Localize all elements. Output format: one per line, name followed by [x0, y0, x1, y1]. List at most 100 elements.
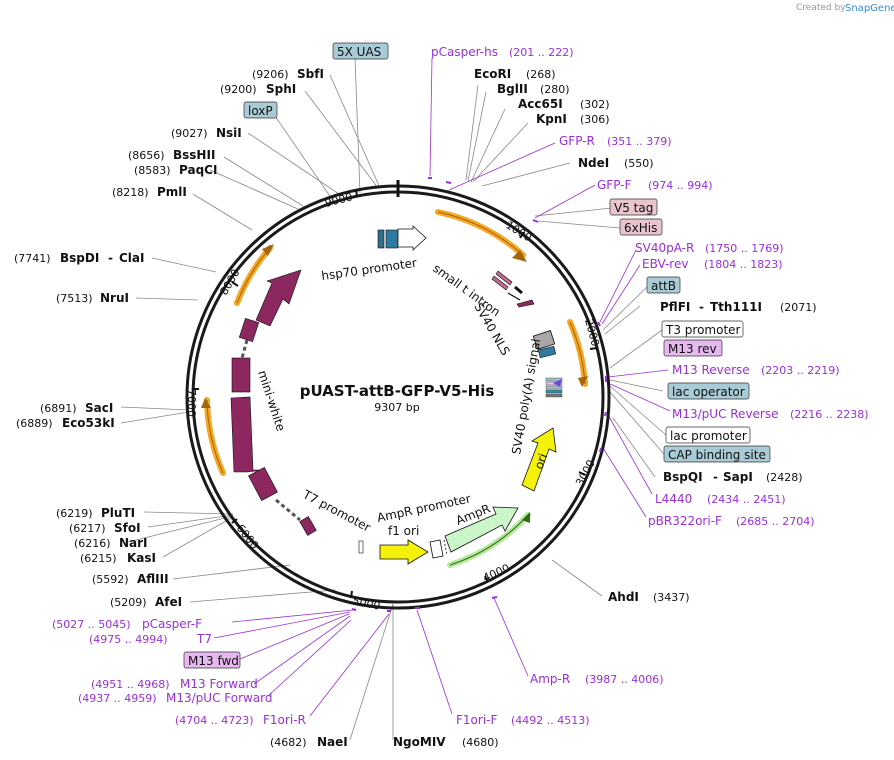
t7-block [358, 540, 364, 554]
small-t-intron-marks [491, 270, 535, 308]
enzyme-bspqi-pos: (2428) [766, 471, 803, 484]
enzyme-sapi[interactable]: SapI [723, 470, 753, 484]
enzyme-nrui[interactable]: NruI [100, 291, 129, 305]
primer-f1ori-f[interactable]: F1ori-F [456, 713, 497, 727]
primer-pbr322ori-f-range: (2685 .. 2704) [736, 515, 815, 528]
enzyme-ngomiv-pos: (4680) [462, 736, 499, 749]
primer-t7[interactable]: T7 [196, 632, 212, 646]
enzyme-afei-pos: (5209) [110, 596, 147, 609]
f1-ori-arrow [379, 539, 429, 565]
enzyme-bsshii[interactable]: BssHII [173, 148, 215, 162]
plasmid-size: 9307 bp [374, 401, 419, 414]
primer-pcasper-hs[interactable]: pCasper-hs [431, 45, 498, 59]
enzyme-bspdi[interactable]: BspDI [60, 251, 99, 265]
enzyme-naei[interactable]: NaeI [317, 735, 348, 749]
ampr-promoter-block [429, 539, 444, 559]
box-cap-binding-site[interactable]: CAP binding site [663, 445, 771, 463]
primer-m13-puc-forward[interactable]: M13/pUC Forward [166, 691, 273, 705]
ampr-arrow [444, 506, 519, 553]
enzyme-nari[interactable]: NarI [119, 536, 148, 550]
enzyme-kpni[interactable]: KpnI [536, 112, 567, 126]
enzyme-bglii[interactable]: BglII [497, 82, 528, 96]
primer-pbr322ori-f[interactable]: pBR322ori-F [648, 514, 722, 528]
ampr-promoter-dash [443, 539, 448, 556]
primer-ebv-rev[interactable]: EBV-rev [642, 257, 688, 271]
enzyme-ecori-pos: (268) [526, 68, 556, 81]
box-loxp[interactable]: loxP [243, 101, 278, 119]
box-t3-promoter[interactable]: T3 promoter [661, 320, 744, 338]
box-lac-promoter[interactable]: lac promoter [665, 426, 751, 444]
primer-m13-puc-forward-range: (4937 .. 4959) [78, 692, 157, 705]
small-t-intron-label: small t intron [430, 261, 503, 319]
mcs-stack [545, 377, 563, 398]
enzyme-acc65i[interactable]: Acc65I [518, 97, 563, 111]
enzyme-bspdi-pos: (7741) [14, 252, 51, 265]
hsp70-promoter-arrow [397, 225, 427, 251]
enzyme-clai[interactable]: ClaI [119, 251, 144, 265]
box-attb-label: attB [651, 279, 676, 293]
enzyme-paqci-pos: (8583) [134, 164, 171, 177]
box-m13-rev[interactable]: M13 rev [663, 339, 723, 357]
box-attb[interactable]: attB [646, 276, 681, 294]
primer-ebv-rev-range: (1804 .. 1823) [704, 258, 783, 271]
box-m13-fwd[interactable]: M13 fwd [183, 651, 241, 669]
enzyme-afliii[interactable]: AflIII [137, 572, 169, 586]
enzyme-paqci[interactable]: PaqCI [179, 163, 217, 177]
enzyme-pflfi[interactable]: PflFI [660, 300, 690, 314]
primer-m13-reverse[interactable]: M13 Reverse [672, 363, 750, 377]
enzyme-nari-pos: (6216) [74, 537, 111, 550]
enzyme-eco53ki[interactable]: Eco53kI [62, 416, 115, 430]
box-m13-fwd-label: M13 fwd [188, 654, 239, 668]
enzyme-sphi[interactable]: SphI [266, 82, 296, 96]
enzyme-ecori[interactable]: EcoRI [474, 67, 511, 81]
enzyme-pluti[interactable]: PluTI [101, 506, 135, 520]
box-5x-uas[interactable]: 5X UAS [332, 42, 389, 60]
box-cap-binding-site-label: CAP binding site [668, 448, 766, 462]
enzyme-kasi-pos: (6215) [80, 552, 117, 565]
primer-f1ori-r[interactable]: F1ori-R [263, 713, 306, 727]
enzyme-saci[interactable]: SacI [85, 401, 113, 415]
enzyme-bspqi[interactable]: BspQI [663, 470, 703, 484]
enzyme-bsshii-pos: (8656) [128, 149, 165, 162]
enzyme-ahdi[interactable]: AhdI [608, 590, 639, 604]
primer-gfp-f[interactable]: GFP-F [597, 178, 632, 192]
enzyme-afliii-pos: (5592) [92, 573, 129, 586]
enzyme-nrui-pos: (7513) [56, 292, 93, 305]
enzyme-pluti-pos: (6219) [56, 507, 93, 520]
primer-f1ori-f-range: (4492 .. 4513) [511, 714, 590, 727]
primer-sv40pa-r[interactable]: SV40pA-R [635, 241, 694, 255]
box-m13-rev-label: M13 rev [668, 342, 717, 356]
uas-block [377, 229, 385, 249]
enzyme-sfoi[interactable]: SfoI [114, 521, 141, 535]
primer-gfp-r[interactable]: GFP-R [559, 134, 595, 148]
primer-pcasper-hs-range: (201 .. 222) [509, 46, 574, 59]
enzyme-sbfi[interactable]: SbfI [297, 67, 324, 81]
feature-leader-lines [534, 207, 667, 455]
primer-pcasper-f[interactable]: pCasper-F [142, 617, 202, 631]
enzyme-ahdi-pos: (3437) [653, 591, 690, 604]
enzyme-pmli[interactable]: PmlI [157, 185, 187, 199]
mini-white-dashes [240, 339, 301, 522]
primer-gfp-r-range: (351 .. 379) [607, 135, 672, 148]
box-6xhis[interactable]: 6xHis [619, 218, 663, 236]
ori-label: ori [532, 452, 550, 471]
primer-m13-forward[interactable]: M13 Forward [180, 677, 258, 691]
f1-ori-label: f1 ori [388, 524, 419, 538]
enzyme-afei[interactable]: AfeI [155, 595, 182, 609]
enzyme-kasi[interactable]: KasI [127, 551, 156, 565]
enzyme-tth111i[interactable]: Tth111I [710, 300, 762, 314]
ruler-ticks [192, 189, 598, 599]
primer-l4440[interactable]: L4440 [655, 492, 692, 506]
primer-m13-reverse-range: (2203 .. 2219) [761, 364, 840, 377]
enzyme-nsii[interactable]: NsiI [216, 126, 242, 140]
primer-m13-puc-reverse[interactable]: M13/pUC Reverse [672, 407, 779, 421]
hsp70-promoter-label: hsp70 promoter [320, 256, 417, 283]
box-v5-tag[interactable]: V5 tag [609, 198, 658, 216]
enzyme-bspdi-sep: - [108, 251, 113, 265]
enzyme-ndei[interactable]: NdeI [578, 156, 609, 170]
primer-gfp-f-range: (974 .. 994) [648, 179, 713, 192]
primer-amp-r[interactable]: Amp-R [530, 672, 570, 686]
enzyme-naei-pos: (4682) [270, 736, 307, 749]
enzyme-ngomiv[interactable]: NgoMIV [393, 735, 446, 749]
box-lac-operator[interactable]: lac operator [667, 382, 750, 400]
